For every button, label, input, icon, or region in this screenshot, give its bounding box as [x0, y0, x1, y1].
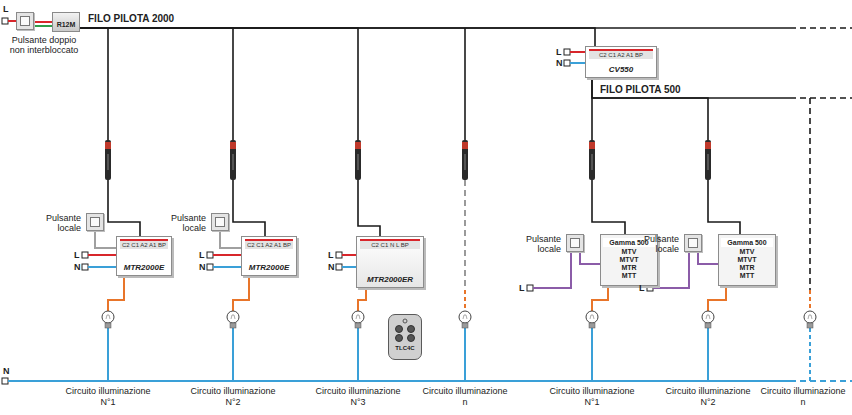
terminal-labels: C2 C1 A2 A1 BP	[589, 49, 653, 59]
relay-module: R12M	[52, 12, 80, 32]
button-label: Pulsante locale	[37, 213, 81, 233]
model-name: R12M	[57, 21, 76, 29]
wire-connector	[592, 78, 740, 234]
circuit-label: Circuito illuminazione N°1	[546, 386, 638, 408]
line-name: FILO PILOTA 500	[600, 84, 681, 96]
push-button: Pulsante doppio non interbloccato	[16, 12, 34, 30]
model-list: MTV MTVT MTR MTT	[732, 248, 762, 280]
button-label: Pulsante locale	[162, 213, 206, 233]
line-name: FILO PILOTA 2000	[88, 13, 174, 25]
model-name: CV550	[589, 65, 653, 75]
wire-connector	[698, 252, 718, 264]
actuator-module: C2 C1 A2 A1 BP MTR2000E	[241, 236, 297, 276]
push-button: Pulsante locale	[211, 213, 229, 231]
wire-connector	[592, 78, 625, 234]
model-name: MTR2000ER	[360, 275, 420, 285]
range-name: Gamma 500	[721, 238, 773, 247]
terminal-label: N	[3, 366, 10, 377]
wire-connector	[80, 28, 380, 236]
terminal-labels: C2 C1 A2 A1 BP	[120, 239, 168, 249]
terminal-label: L	[3, 4, 9, 15]
actuator-module: C2 C1 A2 A1 BP CV550	[585, 46, 657, 78]
circuit-label: Circuito illuminazione N°2	[187, 386, 279, 408]
actuator-module: C2 C1 N L BP MTR2000ER	[356, 236, 424, 288]
circuit-label: Circuito illuminazione N°1	[62, 386, 154, 408]
remote-key	[408, 335, 415, 342]
actuator-module: Gamma 500MTV MTVT MTR MTT	[718, 234, 776, 286]
wire-connector	[80, 28, 265, 236]
circuit-label: Circuito illuminazione N°2	[662, 386, 754, 408]
remote-buttons	[391, 318, 419, 344]
wire-connector	[95, 231, 116, 248]
remote-key	[396, 335, 403, 342]
terminal-label: N	[199, 262, 206, 273]
circuit-label: Circuito illuminazione N°3	[312, 386, 404, 408]
terminal-label: L	[74, 250, 80, 261]
push-button: Pulsante locale	[86, 213, 104, 231]
terminal-labels: C2 C1 A2 A1 BP	[245, 239, 293, 249]
circuit-label: Circuito illuminazione n	[757, 386, 849, 408]
remote-control: TLC4C	[388, 314, 422, 360]
button-label: Pulsante locale	[635, 234, 679, 254]
remote-key	[396, 326, 403, 333]
terminal-label: N	[74, 262, 81, 273]
button-face	[570, 238, 580, 248]
button-label: Pulsante doppio non interbloccato	[3, 35, 85, 55]
terminal-labels: C2 C1 N L BP	[360, 239, 420, 249]
model-list: MTV MTVT MTR MTT	[614, 248, 644, 280]
model-name: MTR2000E	[120, 263, 168, 273]
wire-connector	[80, 28, 595, 46]
button-face	[90, 217, 100, 227]
button-face	[215, 217, 225, 227]
terminal-label: N	[328, 262, 335, 273]
remote-key	[408, 326, 415, 333]
model-name: MTR2000E	[245, 263, 293, 273]
wire-connector	[80, 28, 140, 236]
terminal-label: L	[199, 250, 205, 261]
actuator-module: C2 C1 A2 A1 BP MTR2000E	[116, 236, 172, 276]
terminal-label: L	[556, 47, 562, 58]
push-button: Pulsante locale	[566, 234, 584, 252]
model-name: TLC4C	[395, 344, 414, 352]
terminal-label: L	[519, 283, 525, 294]
button-face	[20, 16, 30, 26]
push-button: Pulsante locale	[684, 234, 702, 252]
wire-connector	[220, 231, 241, 248]
terminal-label: L	[639, 283, 645, 294]
terminal-label: N	[556, 58, 563, 69]
key-ring	[403, 319, 407, 323]
circuit-label: Circuito illuminazione n	[419, 386, 511, 408]
button-face	[688, 238, 698, 248]
terminal-label: L	[328, 250, 334, 261]
button-label: Pulsante locale	[517, 234, 561, 254]
wire-connector	[34, 21, 52, 23]
wire-connector	[580, 252, 600, 264]
